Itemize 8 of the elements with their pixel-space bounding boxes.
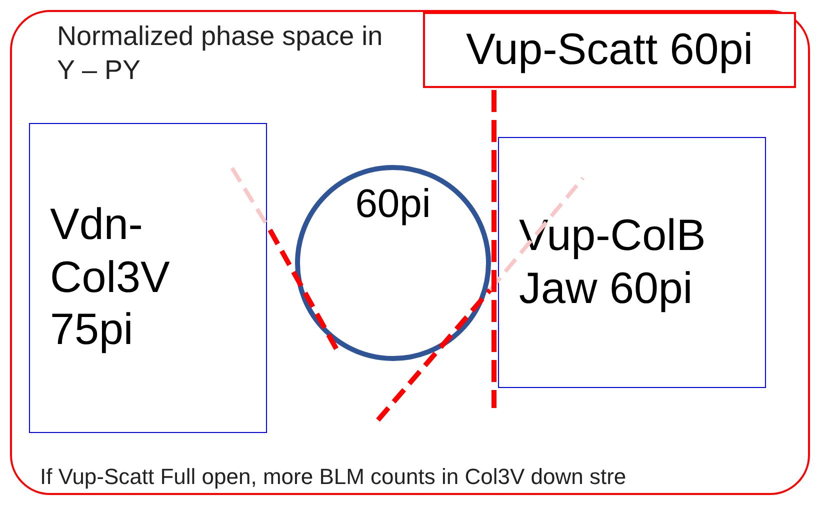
box-label: Vup-Scatt 60pi <box>466 24 753 76</box>
collimator-box <box>29 123 267 433</box>
box-label: Vdn-Col3V 75pi <box>50 198 171 356</box>
collimator-box <box>498 137 766 388</box>
box-label: 60pi <box>355 181 431 228</box>
box-label: Vup-ColB Jaw 60pi <box>519 210 707 314</box>
note-text: If Vup-Scatt Full open, more BLM counts in Col3V down stre <box>40 463 626 491</box>
frame-heading: Normalized phase space in Y – PY <box>57 20 384 87</box>
